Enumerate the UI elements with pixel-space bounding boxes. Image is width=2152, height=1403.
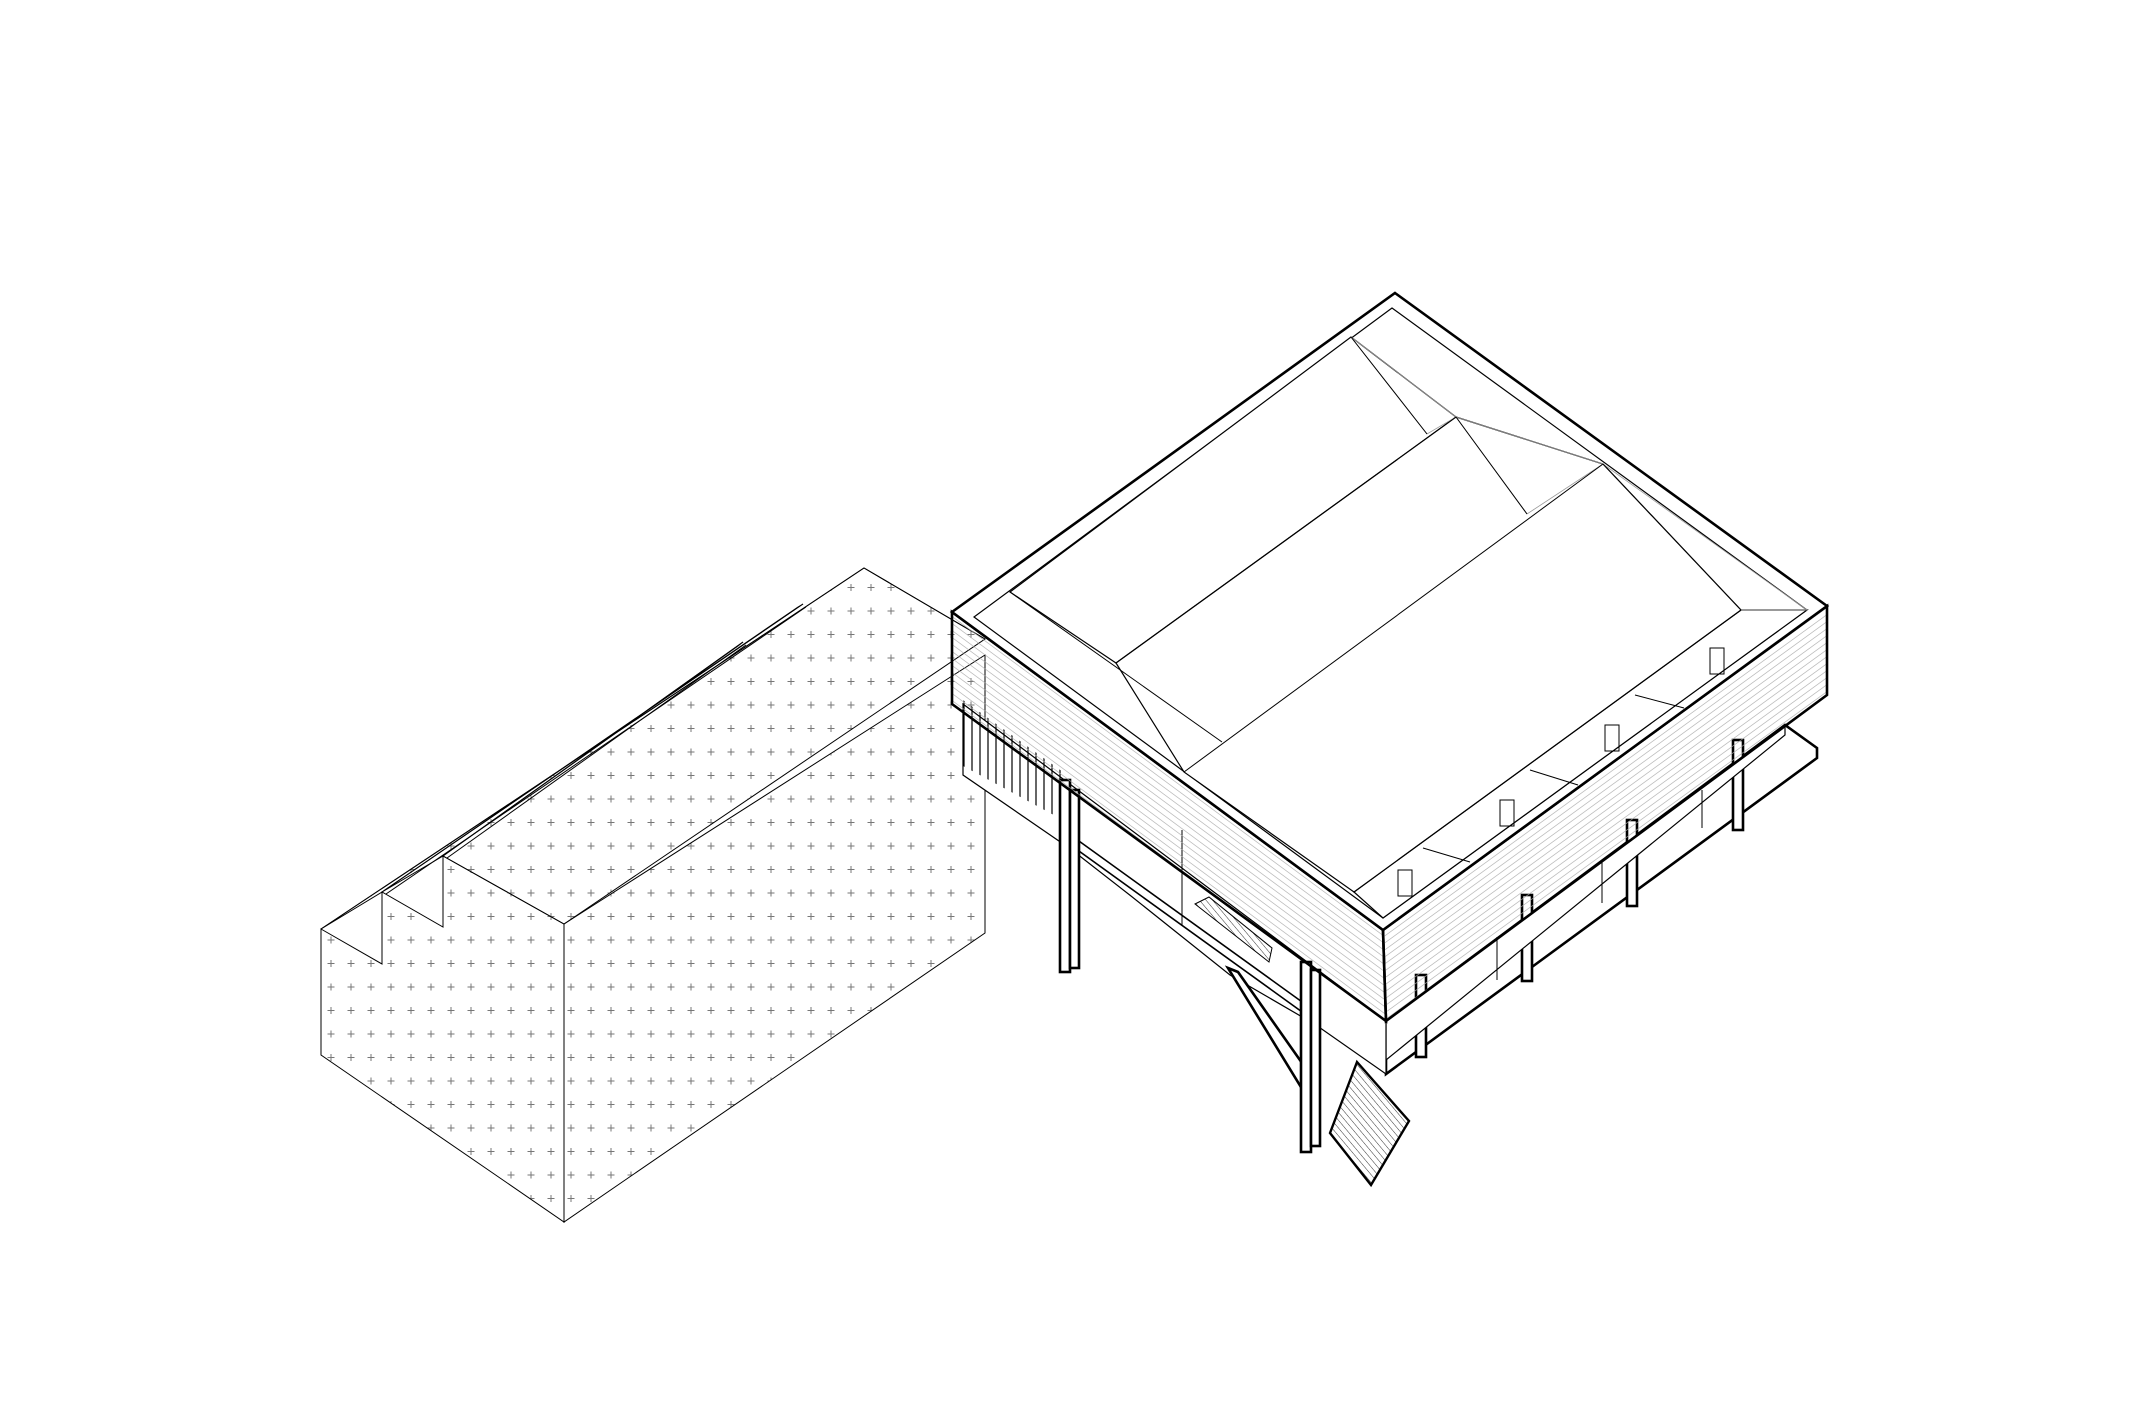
block-ridge-2b: [446, 644, 747, 859]
slab-edge: [1071, 835, 1317, 1013]
column-left: [1058, 778, 1072, 974]
exterior-stair: [1328, 1059, 1411, 1188]
building: [949, 291, 1830, 1188]
block-front-face: [320, 855, 565, 1223]
block-ridge-2: [442, 641, 744, 857]
clerestory-windows: [1397, 647, 1725, 897]
roof-monitors: [1008, 336, 1809, 893]
column-left-b: [1068, 788, 1081, 970]
block-ridge-1: [381, 603, 804, 893]
neighbor-block: [320, 567, 986, 1223]
interior-stair: [1194, 896, 1273, 963]
column-front: [1299, 960, 1313, 1154]
block-side-face: [563, 654, 986, 1223]
column-front-b: [1309, 968, 1322, 1148]
